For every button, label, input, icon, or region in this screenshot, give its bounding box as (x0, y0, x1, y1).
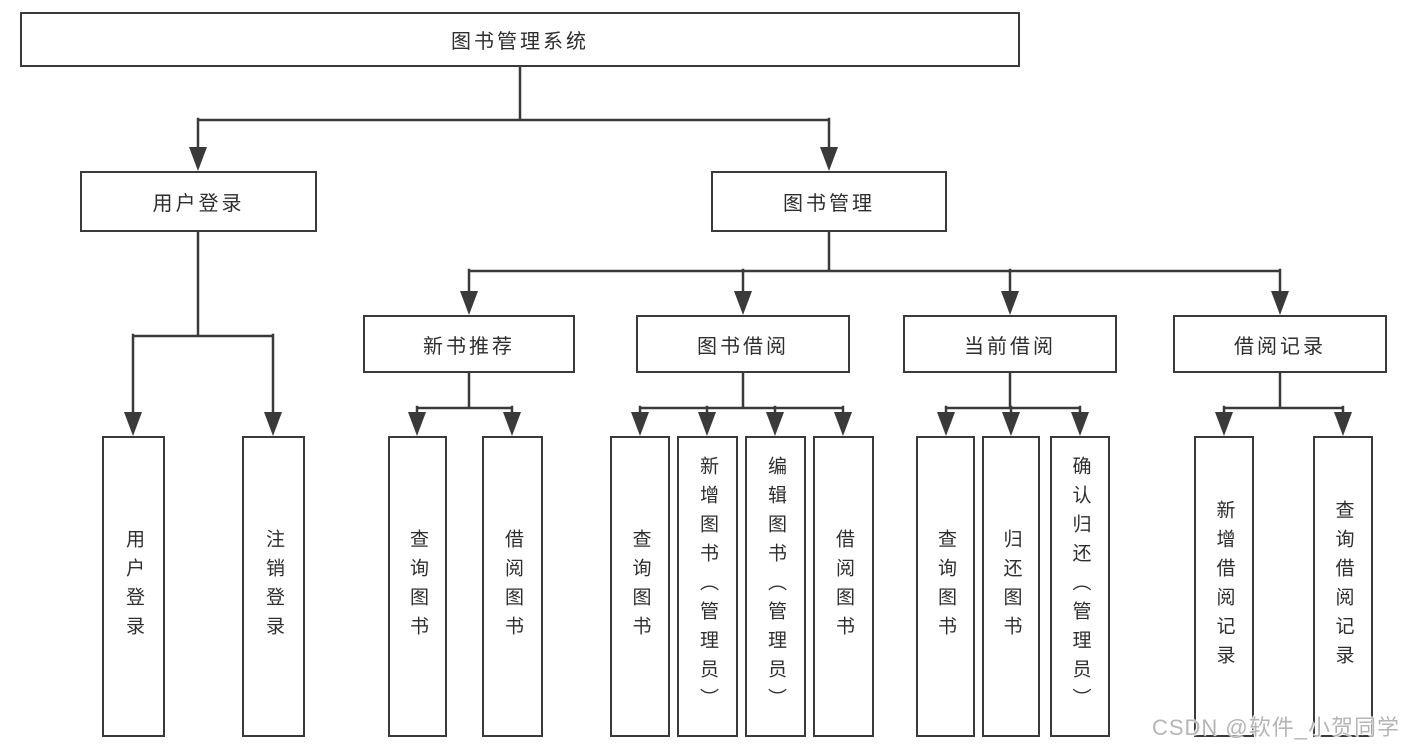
node-label: 新增借阅记录 (1213, 499, 1235, 674)
connector-borrow-to-leaves (631, 371, 852, 436)
leaf-return-book: 归还图书 (982, 436, 1040, 737)
node-label: 新书推荐 (423, 335, 515, 358)
leaf-borrow-books-recommend: 借阅图书 (482, 436, 543, 737)
node-label: 确认归还（管理员） (1069, 456, 1091, 717)
node-label: 借阅记录 (1234, 335, 1326, 358)
connector-current-to-leaves (937, 371, 1089, 436)
connector-root-to-level2 (189, 64, 838, 171)
node-label: 查询借阅记录 (1332, 499, 1354, 674)
node-label: 编辑图书（管理员） (765, 456, 786, 717)
node-label: 借阅图书 (502, 528, 523, 645)
node-label: 用户登录 (123, 528, 144, 645)
node-label: 图书管理系统 (451, 31, 589, 53)
node-label: 查询图书 (407, 528, 428, 645)
csdn-watermark: CSDN @软件_小贺同学 (1151, 715, 1400, 740)
leaf-query-books-borrow: 查询图书 (610, 436, 670, 737)
node-library-management-system: 图书管理系统 (20, 12, 1020, 67)
leaf-borrow-books: 借阅图书 (813, 436, 874, 737)
node-label: 查询图书 (629, 528, 651, 645)
node-label: 当前借阅 (964, 335, 1056, 358)
node-book-borrow: 图书借阅 (636, 315, 850, 373)
leaf-edit-book-admin: 编辑图书（管理员） (745, 436, 806, 737)
node-current-borrow: 当前借阅 (903, 315, 1117, 373)
leaf-user-login: 用户登录 (102, 436, 165, 737)
node-new-book-recommend: 新书推荐 (363, 315, 575, 373)
node-label: 注销登录 (263, 528, 284, 645)
node-label: 图书管理 (783, 193, 875, 215)
node-label: 用户登录 (152, 193, 245, 215)
node-user-login: 用户登录 (80, 171, 317, 232)
node-borrow-records: 借阅记录 (1173, 315, 1387, 373)
node-label: 新增图书（管理员） (697, 456, 718, 717)
leaf-add-book-admin: 新增图书（管理员） (677, 436, 738, 737)
connector-userlogin-to-leaves (124, 230, 282, 436)
connector-newbook-to-leaves (408, 371, 521, 436)
leaf-query-books-recommend: 查询图书 (388, 436, 447, 737)
connector-bookmgmt-to-level3 (460, 230, 1289, 315)
node-label: 借阅图书 (833, 528, 854, 645)
leaf-confirm-return-admin: 确认归还（管理员） (1050, 436, 1110, 737)
leaf-add-borrow-record: 新增借阅记录 (1194, 436, 1254, 737)
node-label: 图书借阅 (697, 335, 789, 358)
leaf-query-books-current: 查询图书 (916, 436, 975, 737)
leaf-query-borrow-record: 查询借阅记录 (1313, 436, 1373, 737)
connector-records-to-leaves (1215, 371, 1352, 436)
node-label: 归还图书 (1000, 528, 1022, 645)
node-book-management: 图书管理 (711, 171, 947, 232)
node-label: 查询图书 (935, 528, 956, 645)
leaf-logout: 注销登录 (242, 436, 305, 737)
